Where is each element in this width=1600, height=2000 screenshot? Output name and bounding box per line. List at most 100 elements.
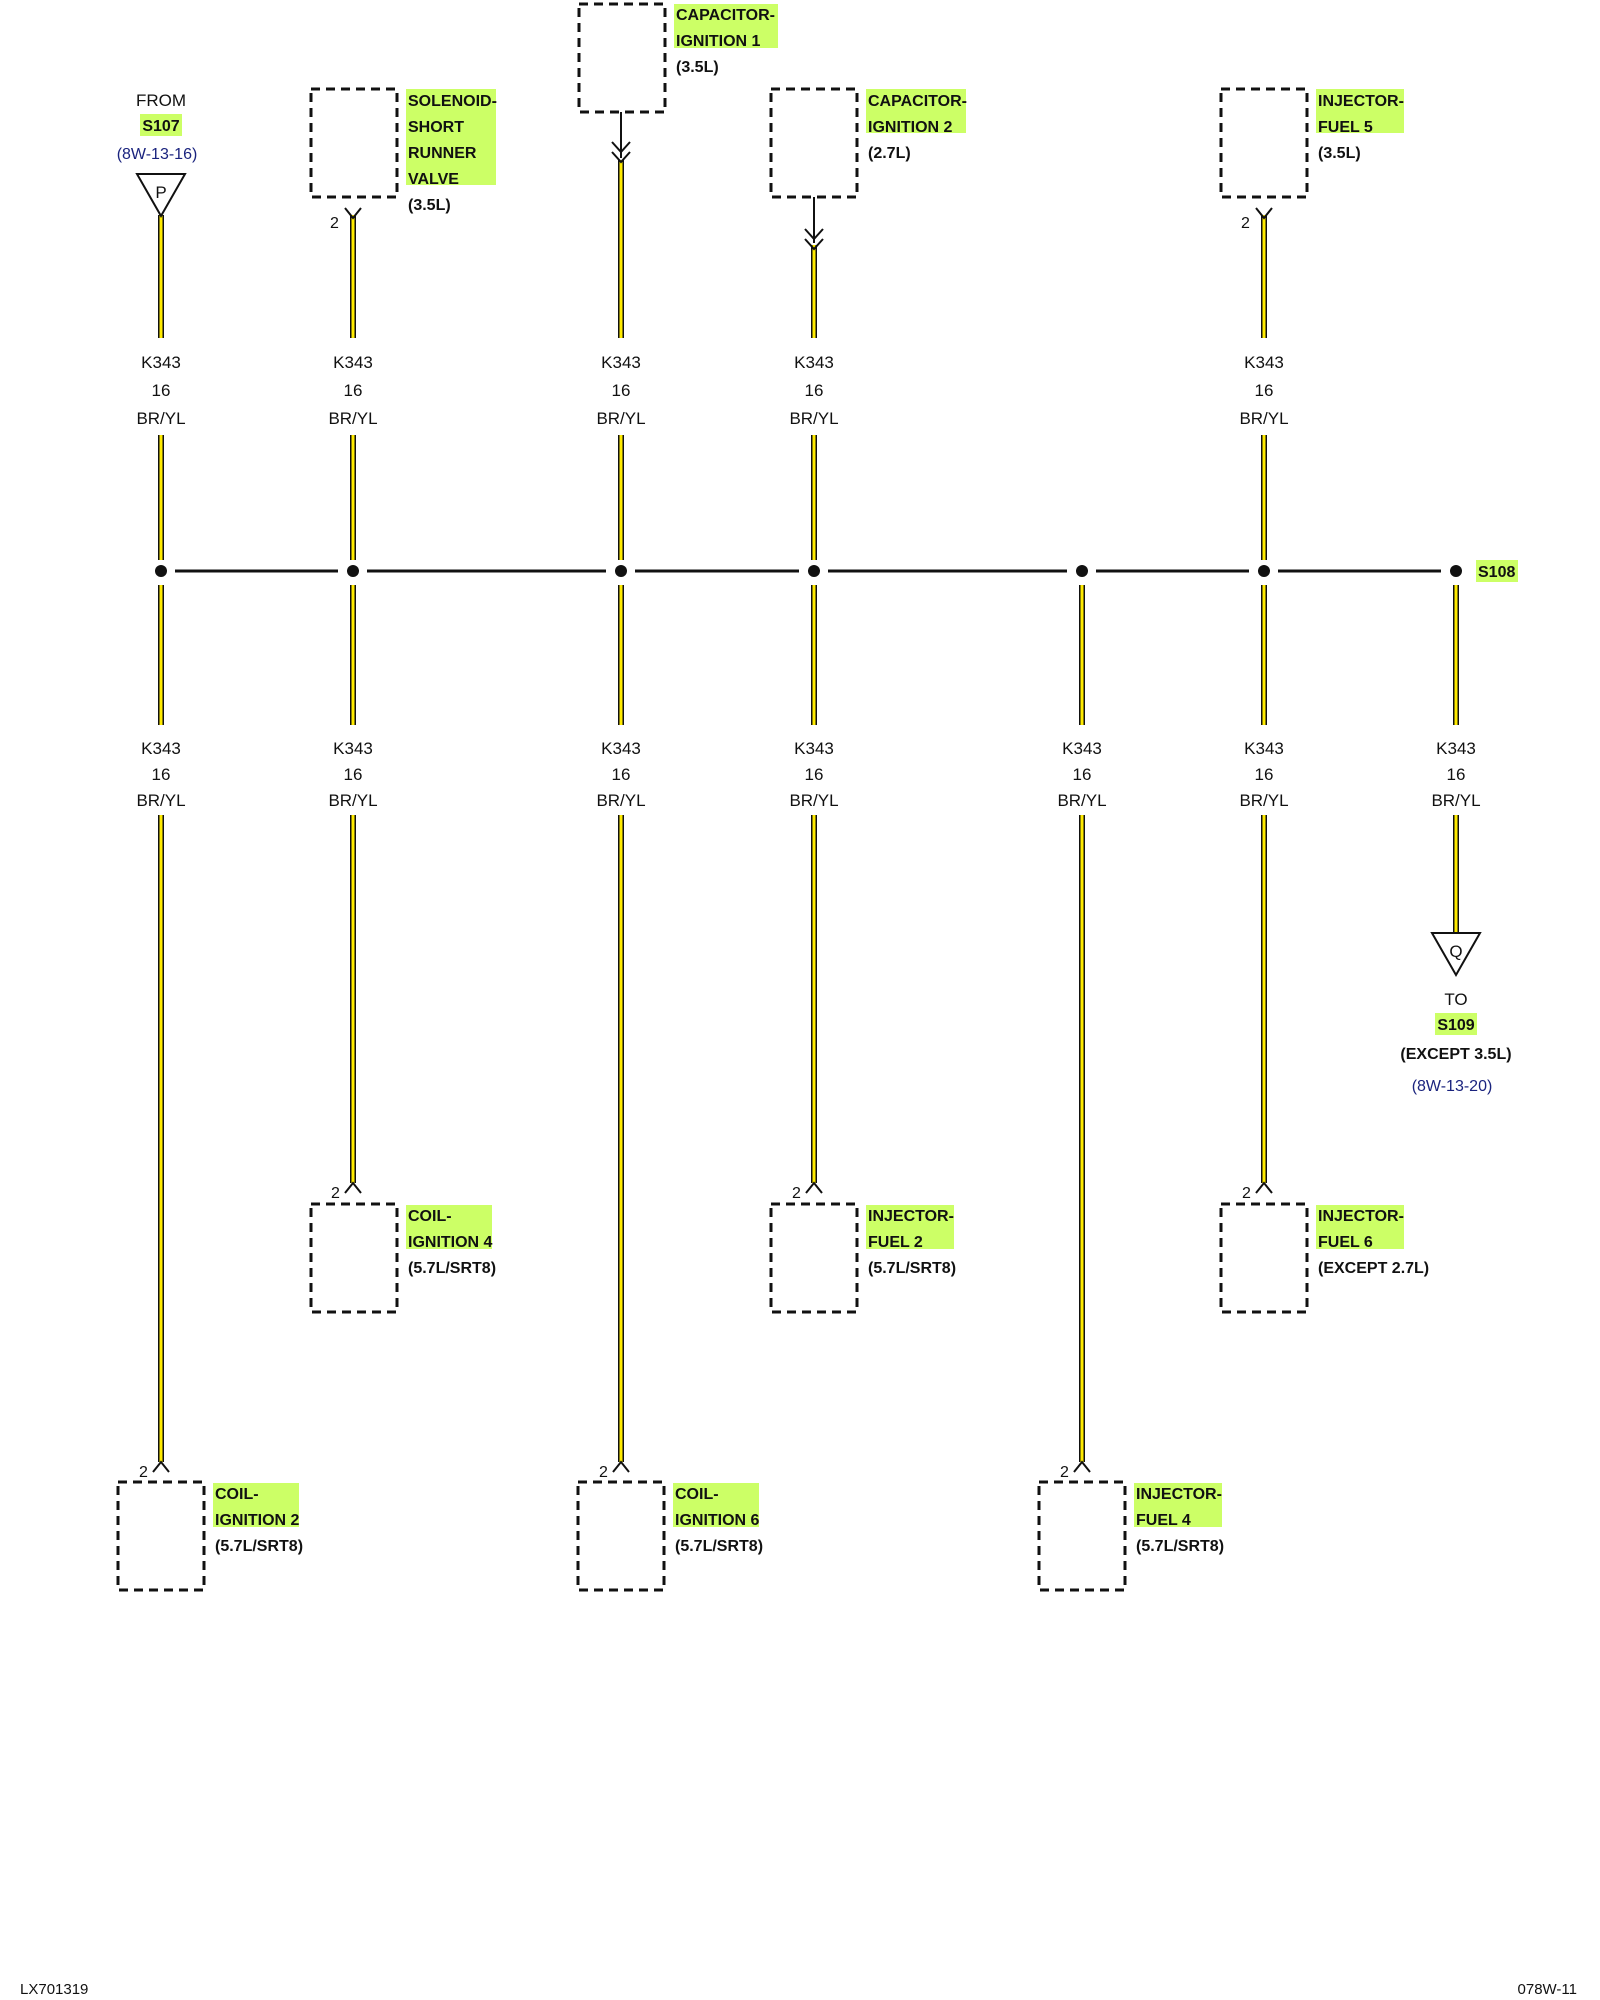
svg-text:K343: K343: [1244, 353, 1284, 372]
splice-label-s108: S108: [1478, 564, 1515, 581]
svg-text:Q: Q: [1449, 942, 1462, 961]
wire-labels-upper: K343 16 BR/YL K343 16 BR/YL K343 16 BR/Y…: [136, 353, 1288, 428]
to-page-link[interactable]: (8W-13-20): [1412, 1078, 1493, 1095]
wire-label: K343 16 BR/YL: [136, 353, 185, 428]
splice-dot: [347, 565, 359, 577]
pin-connector-icon: [1255, 1181, 1273, 1194]
svg-text:BR/YL: BR/YL: [789, 791, 838, 810]
svg-text:2: 2: [599, 1464, 608, 1481]
svg-text:(5.7L/SRT8): (5.7L/SRT8): [1136, 1538, 1224, 1555]
component-capacitor-ignition-1: CAPACITOR- IGNITION 1 (3.5L): [577, 2, 778, 164]
wire-label: K343 16 BR/YL: [1239, 353, 1288, 428]
double-arrow-icon: [804, 228, 824, 251]
svg-text:BR/YL: BR/YL: [136, 409, 185, 428]
wire-label: K343 16 BR/YL: [328, 353, 377, 428]
svg-text:COIL-: COIL-: [408, 1208, 452, 1225]
component-coil-ignition-6: 2 COIL- IGNITION 6 (5.7L/SRT8): [576, 1460, 763, 1592]
svg-text:K343: K343: [1244, 739, 1284, 758]
svg-text:K343: K343: [1062, 739, 1102, 758]
svg-text:(3.5L): (3.5L): [408, 197, 451, 214]
svg-text:CAPACITOR-: CAPACITOR-: [868, 93, 967, 110]
splice-dot: [615, 565, 627, 577]
svg-text:VALVE: VALVE: [408, 171, 459, 188]
svg-text:2: 2: [331, 1185, 340, 1202]
svg-text:INJECTOR-: INJECTOR-: [1136, 1486, 1222, 1503]
svg-text:16: 16: [612, 765, 631, 784]
svg-text:(5.7L/SRT8): (5.7L/SRT8): [868, 1260, 956, 1277]
svg-text:16: 16: [805, 765, 824, 784]
from-page-link[interactable]: (8W-13-16): [117, 146, 198, 163]
component-injector-fuel-5: 2 INJECTOR- FUEL 5 (3.5L): [1219, 87, 1404, 232]
svg-text:COIL-: COIL-: [215, 1486, 259, 1503]
svg-text:K343: K343: [333, 739, 373, 758]
splice-dot: [1450, 565, 1462, 577]
svg-text:SHORT: SHORT: [408, 119, 464, 136]
pin-connector-icon: [612, 1460, 630, 1473]
svg-text:K343: K343: [141, 739, 181, 758]
to-reference: Q TO S109 (EXCEPT 3.5L) (8W-13-20): [1400, 932, 1512, 1095]
component-injector-fuel-4: 2 INJECTOR- FUEL 4 (5.7L/SRT8): [1037, 1460, 1224, 1592]
svg-text:BR/YL: BR/YL: [136, 791, 185, 810]
svg-text:16: 16: [612, 381, 631, 400]
to-note: (EXCEPT 3.5L): [1400, 1046, 1511, 1063]
svg-text:BR/YL: BR/YL: [1057, 791, 1106, 810]
wire-segments: [158, 160, 1459, 1462]
pin-connector-icon: [344, 1181, 362, 1194]
svg-text:(2.7L): (2.7L): [868, 145, 911, 162]
svg-text:16: 16: [1073, 765, 1092, 784]
pin-connector-icon: [805, 1181, 823, 1194]
svg-text:INJECTOR-: INJECTOR-: [1318, 93, 1404, 110]
wire-label: K343 16 BR/YL: [1057, 739, 1106, 810]
splice-dot: [155, 565, 167, 577]
svg-text:IGNITION 2: IGNITION 2: [215, 1512, 300, 1529]
svg-text:2: 2: [1241, 215, 1250, 232]
svg-text:K343: K343: [794, 739, 834, 758]
svg-text:IGNITION 2: IGNITION 2: [868, 119, 953, 136]
component-coil-ignition-4: 2 COIL- IGNITION 4 (5.7L/SRT8): [309, 1181, 496, 1314]
from-reference: FROM S107 (8W-13-16) P: [117, 91, 198, 219]
splice-dot: [808, 565, 820, 577]
svg-text:BR/YL: BR/YL: [789, 409, 838, 428]
wire-labels-lower: K343 16 BR/YL K343 16 BR/YL K343 16 BR/Y…: [136, 739, 1480, 810]
svg-text:16: 16: [344, 765, 363, 784]
pin-connector-icon: [1073, 1460, 1091, 1473]
component-injector-fuel-2: 2 INJECTOR- FUEL 2 (5.7L/SRT8): [769, 1181, 956, 1314]
page-number-right: 078W-11: [1518, 1981, 1577, 1998]
svg-text:SOLENOID-: SOLENOID-: [408, 93, 497, 110]
svg-text:P: P: [155, 183, 166, 202]
svg-text:16: 16: [805, 381, 824, 400]
svg-text:BR/YL: BR/YL: [1239, 409, 1288, 428]
svg-text:RUNNER: RUNNER: [408, 145, 477, 162]
component-solenoid-short-runner-valve: 2 SOLENOID- SHORT RUNNER VALVE (3.5L): [309, 87, 497, 232]
svg-text:INJECTOR-: INJECTOR-: [868, 1208, 954, 1225]
figure-id-left: LX701319: [20, 1981, 88, 1998]
pin-connector-icon: [1255, 207, 1273, 220]
svg-text:BR/YL: BR/YL: [1239, 791, 1288, 810]
from-connector-icon: [135, 173, 187, 219]
from-splice-label: S107: [142, 118, 179, 135]
svg-text:16: 16: [152, 765, 171, 784]
wire-label: K343 16 BR/YL: [328, 739, 377, 810]
pin-connector-icon: [152, 1460, 170, 1473]
splice-dot: [1258, 565, 1270, 577]
svg-text:K343: K343: [794, 353, 834, 372]
wire-label: K343 16 BR/YL: [596, 353, 645, 428]
svg-text:BR/YL: BR/YL: [328, 409, 377, 428]
svg-text:BR/YL: BR/YL: [1431, 791, 1480, 810]
svg-text:K343: K343: [601, 353, 641, 372]
svg-text:2: 2: [139, 1464, 148, 1481]
svg-text:FROM: FROM: [136, 91, 186, 110]
svg-text:(5.7L/SRT8): (5.7L/SRT8): [215, 1538, 303, 1555]
svg-text:2: 2: [330, 215, 339, 232]
component-capacitor-ignition-2: CAPACITOR- IGNITION 2 (2.7L): [769, 87, 967, 251]
svg-text:BR/YL: BR/YL: [328, 791, 377, 810]
splice-dot: [1076, 565, 1088, 577]
svg-text:16: 16: [1447, 765, 1466, 784]
svg-text:K343: K343: [141, 353, 181, 372]
to-splice-label: S109: [1437, 1017, 1474, 1034]
svg-text:IGNITION 4: IGNITION 4: [408, 1234, 493, 1251]
svg-text:(3.5L): (3.5L): [676, 59, 719, 76]
svg-text:FUEL 4: FUEL 4: [1136, 1512, 1191, 1529]
component-injector-fuel-6: 2 INJECTOR- FUEL 6 (EXCEPT 2.7L): [1219, 1181, 1429, 1314]
